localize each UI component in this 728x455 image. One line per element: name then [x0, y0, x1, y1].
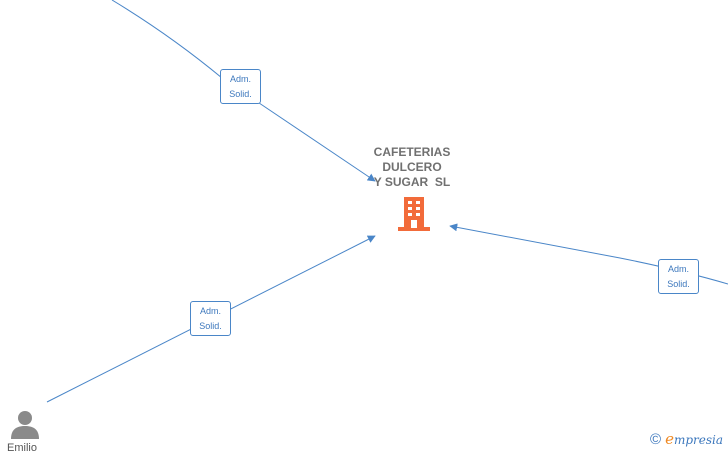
company-name[interactable]: CAFETERIAS DULCERO Y SUGAR SL — [362, 145, 462, 190]
company-name-line: CAFETERIAS — [373, 145, 451, 159]
brand-logo: © empresia — [650, 430, 723, 448]
edge-line-top-left[interactable] — [111, 0, 376, 182]
edge-label-line: Adm. — [229, 74, 251, 84]
person-name[interactable]: Emilio — [7, 442, 37, 454]
company-name-line: Y SUGAR SL — [373, 175, 451, 189]
edge-label-line: Adm. — [199, 306, 221, 316]
edge-label-right[interactable]: Adm. Solid. — [658, 259, 699, 294]
edge-label-top-left[interactable]: Adm. Solid. — [220, 69, 261, 104]
building-icon[interactable] — [397, 196, 431, 232]
edge-label-line: Solid. — [229, 89, 252, 99]
edge-label-bottom-left[interactable]: Adm. Solid. — [190, 301, 231, 336]
brand-name: empresia — [665, 430, 723, 448]
person-icon[interactable] — [9, 408, 41, 440]
brand-rest: mpresia — [673, 433, 724, 447]
company-name-line: DULCERO — [382, 160, 442, 174]
edge-label-line: Adm. — [667, 264, 689, 274]
brand-initial: e — [665, 430, 674, 448]
edge-label-line: Solid. — [199, 321, 222, 331]
edge-label-line: Solid. — [667, 279, 690, 289]
copyright-icon: © — [650, 430, 662, 448]
